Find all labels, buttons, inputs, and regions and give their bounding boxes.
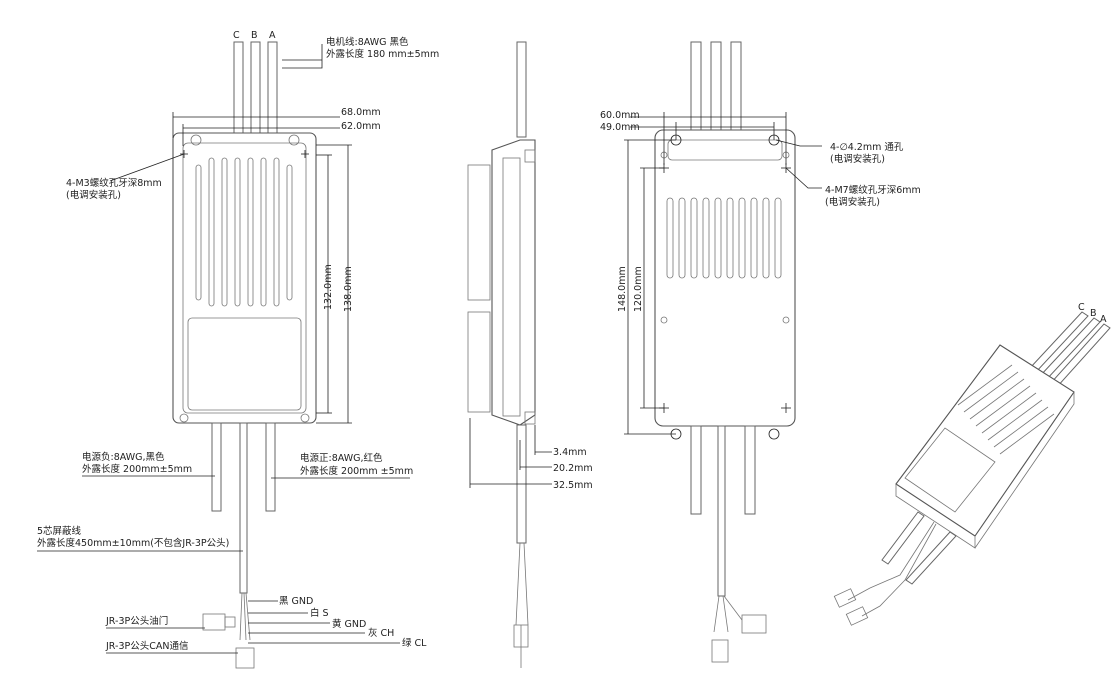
motor-wire-spec: 电机线:8AWG 黑色 [326, 36, 409, 48]
signal-wire-white: 白 S [310, 607, 329, 619]
back-cooling-fins [666, 197, 782, 279]
isometric-view: C B A [833, 302, 1111, 626]
signal-wire-yellow: 黄 GND [332, 618, 366, 630]
back-height-inner: 120.0mm [633, 266, 644, 312]
iso-cooling-fins [957, 364, 1055, 455]
power-pos-length: 外露长度 200mm ±5mm [300, 465, 413, 477]
back-width-inner: 49.0mm [600, 122, 640, 133]
power-pos-spec: 电源正:8AWG,红色 [300, 452, 383, 464]
shield-cable-spec: 5芯屏蔽线 [37, 525, 82, 537]
front-width-inner: 62.0mm [341, 121, 381, 132]
iso-motor-wires [1029, 311, 1111, 389]
throttle-connector [202, 613, 226, 631]
through-hole-spec: 4-∅4.2mm 通孔 [830, 142, 904, 153]
front-view: C B A 电机线:8AWG 黑色 外露长度 180 mm±5mm [37, 30, 439, 669]
iso-power-wires [881, 511, 957, 585]
side-view: 3.4mm 20.2mm 32.5mm [467, 41, 593, 668]
signal-wire-black: 黑 GND [279, 596, 313, 607]
side-dim-mid: 20.2mm [553, 463, 593, 474]
phase-label-b: B [251, 30, 258, 41]
front-height-inner: 132.0mm [323, 264, 334, 310]
power-neg-length: 外露长度 200mm±5mm [82, 463, 192, 475]
signal-wire-gray: 灰 CH [368, 627, 394, 639]
phase-label-a: A [269, 30, 276, 41]
side-dim-thin: 3.4mm [553, 447, 587, 458]
m3-hole-note: (电调安装孔) [66, 189, 121, 201]
front-cooling-fins [195, 157, 293, 307]
front-height-outer: 138.0mm [343, 266, 354, 312]
back-width-outer: 60.0mm [600, 110, 640, 121]
m7-hole-note: (电调安装孔) [825, 196, 880, 208]
motor-wire-length: 外露长度 180 mm±5mm [326, 48, 439, 60]
front-width-outer: 68.0mm [341, 107, 381, 118]
back-motor-wires [690, 41, 742, 138]
back-height-outer: 148.0mm [617, 266, 628, 312]
power-neg-spec: 电源负:8AWG,黑色 [82, 451, 165, 463]
back-housing [654, 129, 796, 427]
signal-wire-green: 绿 CL [402, 637, 427, 649]
shield-cable-length: 外露长度450mm±10mm(不包含JR-3P公头) [37, 537, 229, 549]
iso-phase-a: A [1100, 314, 1107, 325]
front-power-wires [211, 422, 276, 594]
iso-phase-c: C [1078, 302, 1085, 313]
through-hole-note: (电调安装孔) [830, 153, 885, 165]
can-connector-label: JR-3P公头CAN通信 [105, 640, 188, 652]
side-dim-total: 32.5mm [553, 480, 593, 491]
m3-hole-spec: 4-M3螺纹孔牙深8mm [66, 177, 162, 189]
m7-hole-spec: 4-M7螺纹孔牙深6mm [825, 184, 921, 196]
iso-phase-b: B [1090, 308, 1097, 319]
can-connector [235, 647, 255, 669]
signal-wire-bundle [239, 592, 251, 641]
throttle-connector-label: JR-3P公头油门 [105, 615, 168, 627]
phase-label-c: C [233, 30, 240, 41]
front-housing [172, 132, 317, 424]
back-view: 60.0mm 49.0mm 148.0mm 120.0mm 4-∅4.2mm 通… [600, 41, 921, 663]
